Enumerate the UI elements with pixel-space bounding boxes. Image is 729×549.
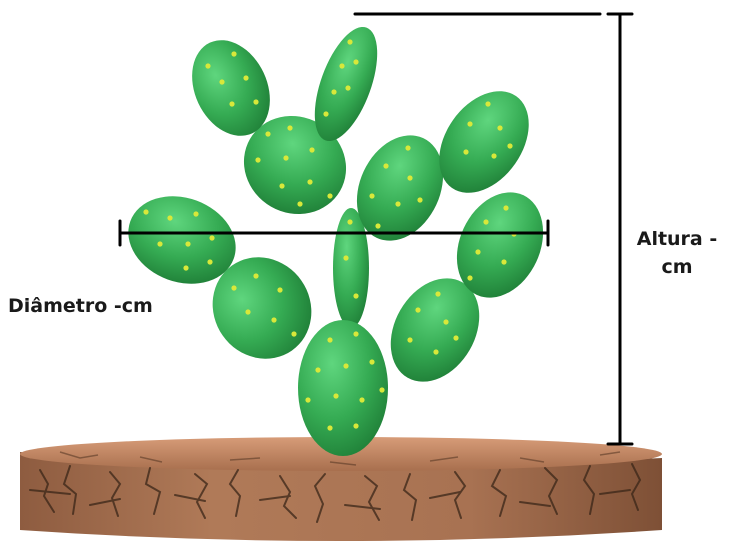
diameter-label: Diâmetro -cm xyxy=(8,293,153,321)
height-label: Altura - cm xyxy=(632,226,722,281)
pad-base xyxy=(298,320,388,456)
cactus-plant xyxy=(116,19,560,456)
height-label-line2: cm xyxy=(632,254,722,282)
height-label-line1: Altura - xyxy=(632,226,722,254)
